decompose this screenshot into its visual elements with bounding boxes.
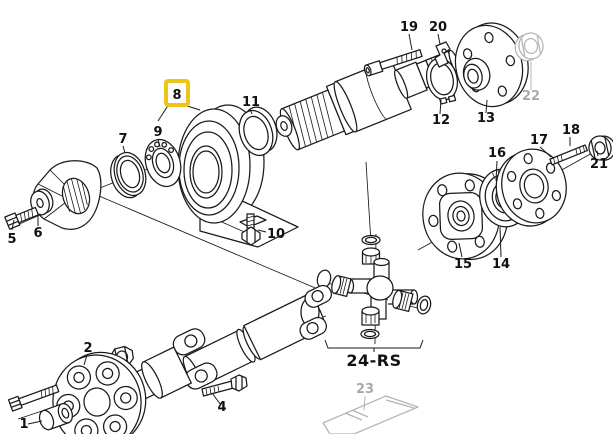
callout-4[interactable]: 4 — [217, 400, 226, 415]
callout-16[interactable]: 16 — [488, 146, 506, 161]
callout-24rs[interactable]: 24-RS — [346, 351, 401, 370]
washer-6 — [30, 188, 54, 216]
callout-10[interactable]: 10 — [267, 227, 285, 242]
callout-17[interactable]: 17 — [530, 133, 548, 148]
callout-18[interactable]: 18 — [562, 123, 580, 138]
callout-8-highlighted[interactable]: 8 — [164, 79, 190, 107]
callout-20[interactable]: 20 — [429, 20, 447, 35]
grease-pack-23 — [322, 395, 419, 434]
bolt-front — [7, 384, 60, 412]
bearing-9 — [144, 138, 182, 188]
callout-21[interactable]: 21 — [590, 157, 608, 172]
ring-11 — [238, 106, 278, 157]
clamp-bracket — [434, 41, 451, 68]
callout-5[interactable]: 5 — [7, 232, 16, 247]
bolt-19 — [363, 49, 423, 77]
flange-17 — [495, 148, 567, 227]
nut-21 — [588, 135, 613, 161]
callout-8-label[interactable]: 8 — [172, 88, 181, 103]
clamp-bracket-hole — [441, 48, 447, 54]
callout-22[interactable]: 22 — [522, 89, 540, 104]
bolt-5 — [4, 206, 40, 230]
nut-22 — [514, 32, 544, 62]
bolt-4 — [201, 374, 248, 397]
callout-7[interactable]: 7 — [118, 132, 127, 147]
callout-19[interactable]: 19 — [400, 20, 418, 35]
stud-18 — [549, 144, 588, 166]
callout-9[interactable]: 9 — [153, 125, 162, 140]
spacer-1 — [38, 402, 73, 431]
callout-23[interactable]: 23 — [356, 382, 374, 397]
flange-13 — [454, 22, 529, 108]
callout-13[interactable]: 13 — [477, 111, 495, 126]
ring-7 — [110, 151, 147, 199]
callout-15[interactable]: 15 — [454, 257, 472, 272]
callout-14[interactable]: 14 — [492, 257, 510, 272]
callout-12[interactable]: 12 — [432, 113, 450, 128]
bolt-10 — [241, 213, 261, 246]
front-yoke — [32, 160, 102, 230]
spacer-ring — [275, 115, 293, 137]
callout-6[interactable]: 6 — [33, 226, 42, 241]
callout-1[interactable]: 1 — [19, 417, 28, 432]
callout-2[interactable]: 2 — [83, 341, 92, 356]
universal-joint-spider — [316, 234, 432, 352]
callout-11[interactable]: 11 — [242, 95, 260, 110]
callout-labels: 5 6 7 9 10 11 12 13 19 20 22 16 17 18 21… — [7, 20, 608, 432]
leader-lines — [11, 33, 599, 425]
